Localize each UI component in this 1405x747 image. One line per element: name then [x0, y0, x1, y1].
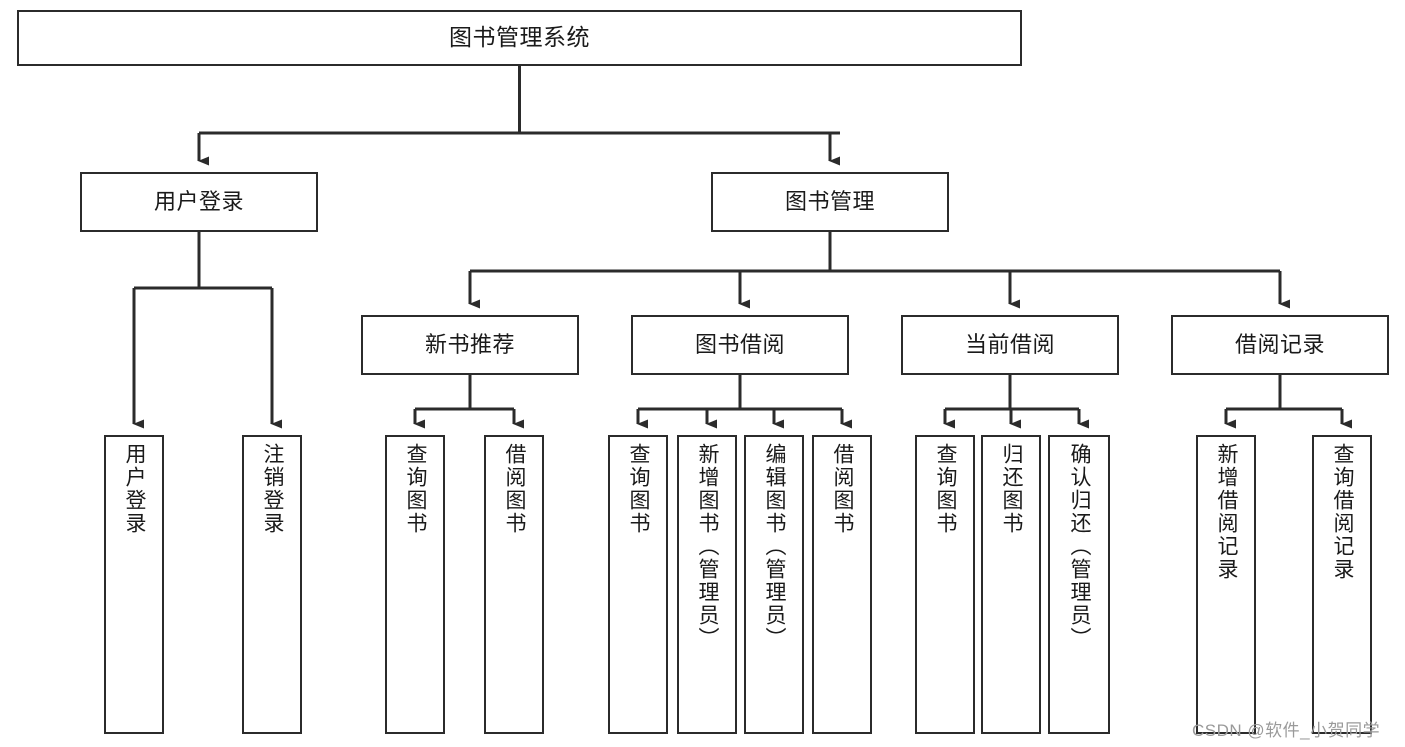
node-leaf-edit-book-label: 编辑图书（管理员）	[763, 443, 787, 650]
node-leaf-add-record-label: 新增借阅记录	[1215, 443, 1239, 581]
node-leaf-query-book-2-label: 查询图书	[627, 443, 651, 535]
node-root[interactable]: 图书管理系统	[17, 10, 1022, 66]
node-leaf-logout[interactable]: 注销登录	[242, 435, 302, 734]
edge-group-borrow-record	[1224, 375, 1352, 429]
node-leaf-add-book[interactable]: 新增图书（管理员）	[677, 435, 737, 734]
node-user-login-label: 用户登录	[153, 189, 244, 215]
node-user-login[interactable]: 用户登录	[80, 172, 318, 232]
node-new-book-rec-label: 新书推荐	[424, 332, 515, 358]
node-leaf-borrow-book-2[interactable]: 借阅图书	[812, 435, 872, 734]
csdn-watermark: CSDN @软件_小贺同学	[1192, 721, 1381, 740]
node-leaf-logout-label: 注销登录	[261, 443, 285, 535]
node-leaf-query-book-3[interactable]: 查询图书	[915, 435, 975, 734]
node-leaf-query-record-label: 查询借阅记录	[1331, 443, 1355, 581]
node-leaf-query-book-3-label: 查询图书	[934, 443, 958, 535]
edge-group-user-login	[132, 232, 282, 429]
node-leaf-query-book-2[interactable]: 查询图书	[608, 435, 668, 734]
edge-group-book-manage	[468, 232, 1290, 309]
node-leaf-user-login[interactable]: 用户登录	[104, 435, 164, 734]
edge-group-root	[197, 66, 840, 166]
node-leaf-query-book-1[interactable]: 查询图书	[385, 435, 445, 734]
node-new-book-rec[interactable]: 新书推荐	[361, 315, 579, 375]
node-leaf-query-record[interactable]: 查询借阅记录	[1312, 435, 1372, 734]
node-leaf-confirm-return[interactable]: 确认归还（管理员）	[1048, 435, 1110, 734]
node-leaf-user-login-label: 用户登录	[123, 443, 147, 535]
node-book-manage-label: 图书管理	[784, 189, 875, 215]
node-leaf-edit-book[interactable]: 编辑图书（管理员）	[744, 435, 804, 734]
node-leaf-add-record[interactable]: 新增借阅记录	[1196, 435, 1256, 734]
node-borrow-record-label: 借阅记录	[1234, 332, 1325, 358]
edge-group-book-borrow	[636, 375, 852, 429]
node-borrow-record[interactable]: 借阅记录	[1171, 315, 1389, 375]
node-current-borrow-label: 当前借阅	[964, 332, 1055, 358]
node-leaf-borrow-book-1-label: 借阅图书	[503, 443, 527, 535]
node-leaf-query-book-1-label: 查询图书	[404, 443, 428, 535]
node-leaf-add-book-label: 新增图书（管理员）	[696, 443, 720, 650]
node-root-label: 图书管理系统	[449, 24, 590, 51]
node-current-borrow[interactable]: 当前借阅	[901, 315, 1119, 375]
node-leaf-borrow-book-2-label: 借阅图书	[831, 443, 855, 535]
node-book-borrow-label: 图书借阅	[694, 332, 785, 358]
node-book-borrow[interactable]: 图书借阅	[631, 315, 849, 375]
node-book-manage[interactable]: 图书管理	[711, 172, 949, 232]
node-leaf-return-book[interactable]: 归还图书	[981, 435, 1041, 734]
edge-group-new-book-rec	[413, 375, 524, 429]
node-leaf-borrow-book-1[interactable]: 借阅图书	[484, 435, 544, 734]
edge-group-current-borrow	[943, 375, 1089, 429]
node-leaf-return-book-label: 归还图书	[1000, 443, 1024, 535]
node-leaf-confirm-return-label: 确认归还（管理员）	[1068, 443, 1092, 650]
